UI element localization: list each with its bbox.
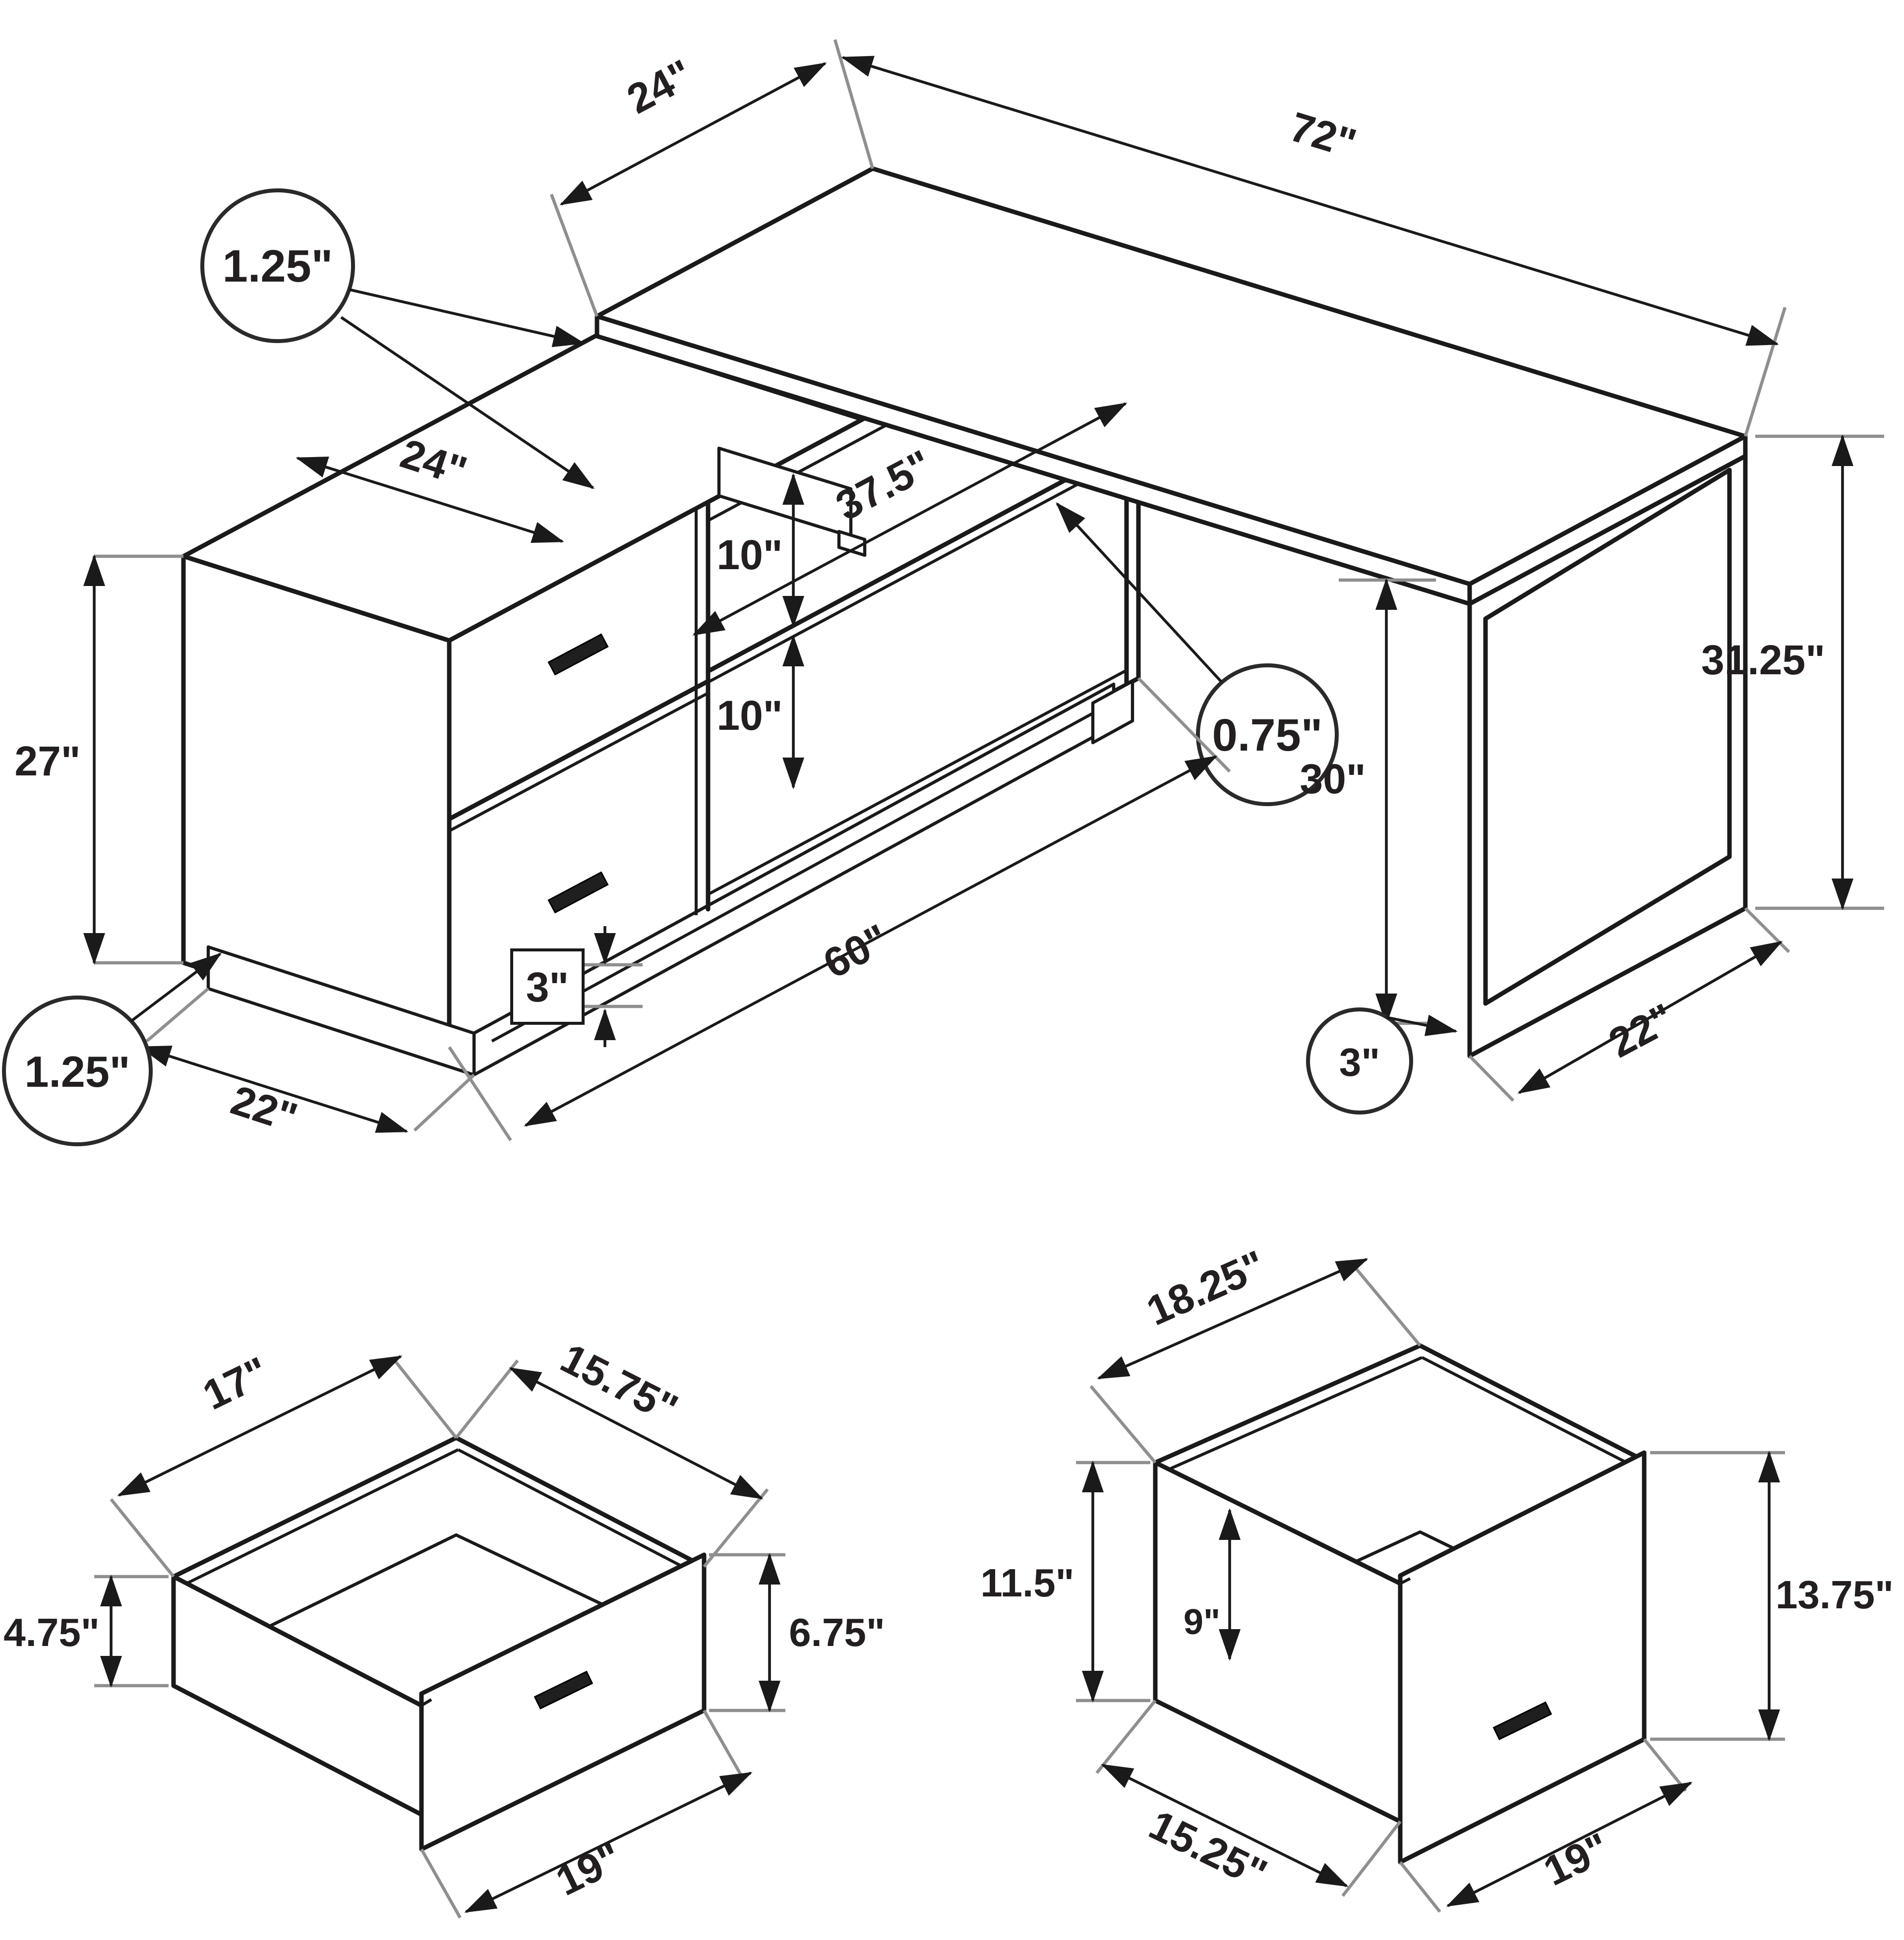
large-drawer-handle (1492, 1701, 1552, 1741)
dim-675-label: 6.75" (789, 1610, 885, 1654)
callout-shelf-thickness-label: 0.75" (1212, 710, 1323, 761)
drawer-front-panel (1398, 1450, 1647, 1865)
dim-1525-label: 15.25" (1142, 1801, 1274, 1897)
callout-leg-runner: 3" (1306, 1007, 1458, 1115)
dim-475-label: 4.75" (3, 1610, 100, 1654)
desk-isometric-view: 24" 72" 1.25" 27" (2, 39, 1884, 1146)
dim-clearance: 30" (1300, 578, 1436, 1025)
dim-return-depth-label: 24" (619, 51, 700, 123)
callout-shelf-thickness: 0.75" (1056, 502, 1339, 806)
dim-cabinet-height: 27" (14, 554, 183, 965)
callout-desktop-thickness: 1.25" (200, 188, 595, 489)
callout-leg-runner-label: 3" (1339, 1040, 1380, 1084)
dim-overall-height: 31.25" (1701, 434, 1884, 910)
large-drawer-view: 18.25" 11.5" 9" 13.75" 15.25" 19" (980, 1241, 1894, 1913)
dim-9-label: 9" (1184, 1602, 1220, 1642)
callout-circle (1306, 1007, 1413, 1115)
dim-1825-label: 18.25" (1140, 1241, 1272, 1335)
dim-cabinet-depth-label: 22" (226, 1076, 303, 1141)
drawer-handle-top (547, 633, 609, 676)
dim-1375-label: 13.75" (1776, 1573, 1894, 1617)
dimension-annotations: 24" 72" 1.25" 27" (2, 39, 1884, 1146)
dim-shelf-upper-label: 10" (716, 531, 782, 578)
dim-clearance-label: 30" (1300, 756, 1366, 802)
dim-base-height: 3" (510, 926, 643, 1047)
dim-overall-height-label: 31.25" (1701, 637, 1825, 683)
dim-1575-label: 15.75" (553, 1335, 685, 1432)
callout-circle (1196, 663, 1339, 806)
callout-circle (2, 996, 153, 1146)
callout-circle (200, 188, 355, 343)
dim-cabinet-length-label: 60" (816, 915, 896, 988)
drawer-side-left (1153, 1460, 1403, 1824)
dim-17-label: 17" (196, 1348, 276, 1418)
dim-19l-label: 19" (1537, 1823, 1616, 1894)
callout-desktop-thickness-label: 1.25" (223, 241, 333, 292)
leg-inner (1483, 468, 1732, 1006)
shelf-foot (1091, 679, 1134, 745)
callout-base-thickness-label: 1.25" (25, 1047, 130, 1096)
dim-115-label: 11.5" (980, 1561, 1074, 1605)
small-drawer-handle (534, 1670, 594, 1710)
large-drawer-dims: 18.25" 11.5" 9" 13.75" 15.25" 19" (980, 1241, 1894, 1913)
dim-19s-label: 19" (549, 1833, 629, 1904)
dim-base-height-label: 3" (526, 964, 569, 1010)
right-leg-frame (1467, 454, 1748, 1058)
dim-cabinet-height-label: 27" (14, 738, 80, 784)
callout-base-thickness: 1.25" (2, 952, 222, 1146)
dim-desktop-length-label: 72" (1285, 103, 1362, 167)
small-drawer-view: 17" 15.75" 4.75" 6.75" 19" (3, 1335, 885, 1919)
large-drawer-box (1153, 1343, 1647, 1865)
small-drawer-box (171, 1435, 707, 1852)
dim-shelf-lower-label: 10" (716, 692, 782, 739)
